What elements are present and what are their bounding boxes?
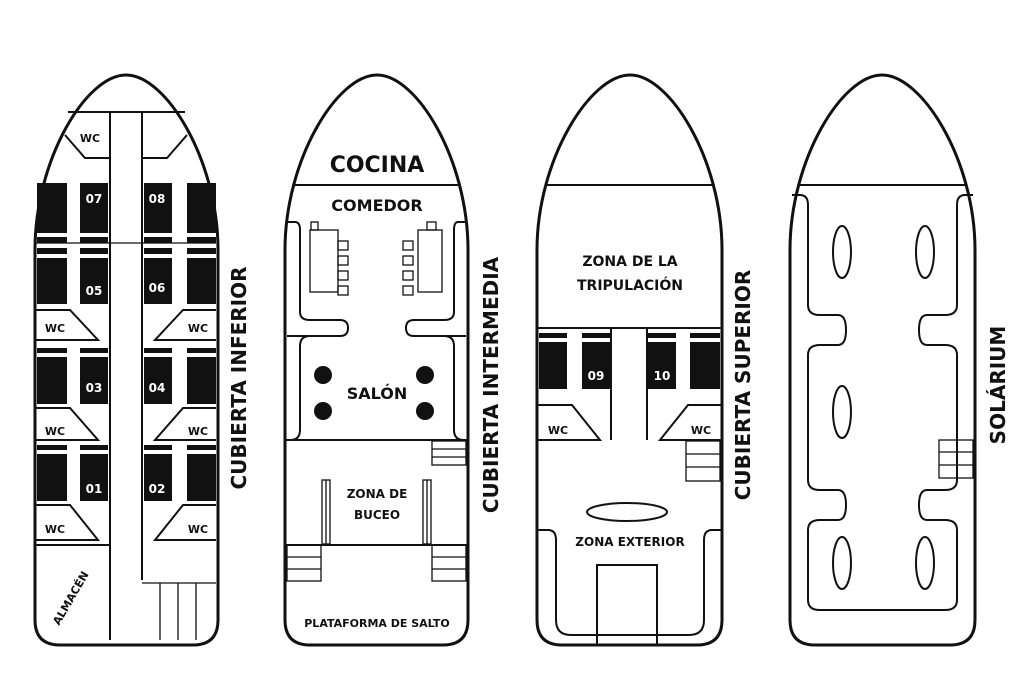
wc-label: WC bbox=[45, 425, 65, 438]
wc-label: WC bbox=[691, 424, 711, 437]
deck-middle: COCINA COMEDOR SALÓN ZONA DE BUCEO PLATA… bbox=[283, 73, 503, 647]
cabin-10: 10 bbox=[654, 369, 671, 383]
cabin-09: 09 bbox=[588, 369, 605, 383]
lounge-label: SALÓN bbox=[347, 384, 408, 403]
cabin-01: 01 bbox=[86, 482, 103, 496]
deck-title: CUBIERTA INFERIOR bbox=[227, 266, 251, 489]
deck-title: CUBIERTA SUPERIOR bbox=[731, 270, 755, 501]
wc-label: WC bbox=[188, 425, 208, 438]
exterior-zone-label: ZONA EXTERIOR bbox=[575, 535, 684, 549]
dive-zone-label-2: BUCEO bbox=[354, 508, 400, 522]
hull-solarium bbox=[788, 73, 977, 647]
wc-label: WC bbox=[188, 322, 208, 335]
wc-label: WC bbox=[548, 424, 568, 437]
cabin-05: 05 bbox=[86, 284, 103, 298]
cabin-02: 02 bbox=[149, 482, 166, 496]
cabin-03: 03 bbox=[86, 381, 103, 395]
deck-upper: ZONA DE LA TRIPULACIÓN 09 10 WC WC ZONA … bbox=[535, 73, 755, 647]
kitchen-label: COCINA bbox=[330, 153, 425, 178]
crew-zone-label-2: TRIPULACIÓN bbox=[577, 276, 683, 294]
deck-title: SOLÁRIUM bbox=[986, 326, 1010, 445]
dive-zone-label-1: ZONA DE bbox=[347, 487, 408, 501]
cabin-06: 06 bbox=[149, 281, 166, 295]
cabin-04: 04 bbox=[149, 381, 166, 395]
deck-lower: WC 07 08 05 06 WC WC 03 04 WC WC 01 0 bbox=[33, 73, 251, 647]
platform-label: PLATAFORMA DE SALTO bbox=[304, 617, 449, 630]
deck-title: CUBIERTA INTERMEDIA bbox=[479, 256, 503, 513]
crew-zone-label-1: ZONA DE LA bbox=[582, 254, 677, 270]
wc-label: WC bbox=[45, 322, 65, 335]
deck-solarium: SOLÁRIUM bbox=[788, 73, 1010, 647]
hull-middle bbox=[283, 73, 470, 647]
wc-label: WC bbox=[80, 132, 100, 145]
wc-label: WC bbox=[188, 523, 208, 536]
dining-label: COMEDOR bbox=[331, 196, 422, 215]
wc-label: WC bbox=[45, 523, 65, 536]
hull-upper bbox=[535, 73, 724, 647]
cabin-08: 08 bbox=[149, 192, 166, 206]
cabin-07: 07 bbox=[86, 192, 103, 206]
